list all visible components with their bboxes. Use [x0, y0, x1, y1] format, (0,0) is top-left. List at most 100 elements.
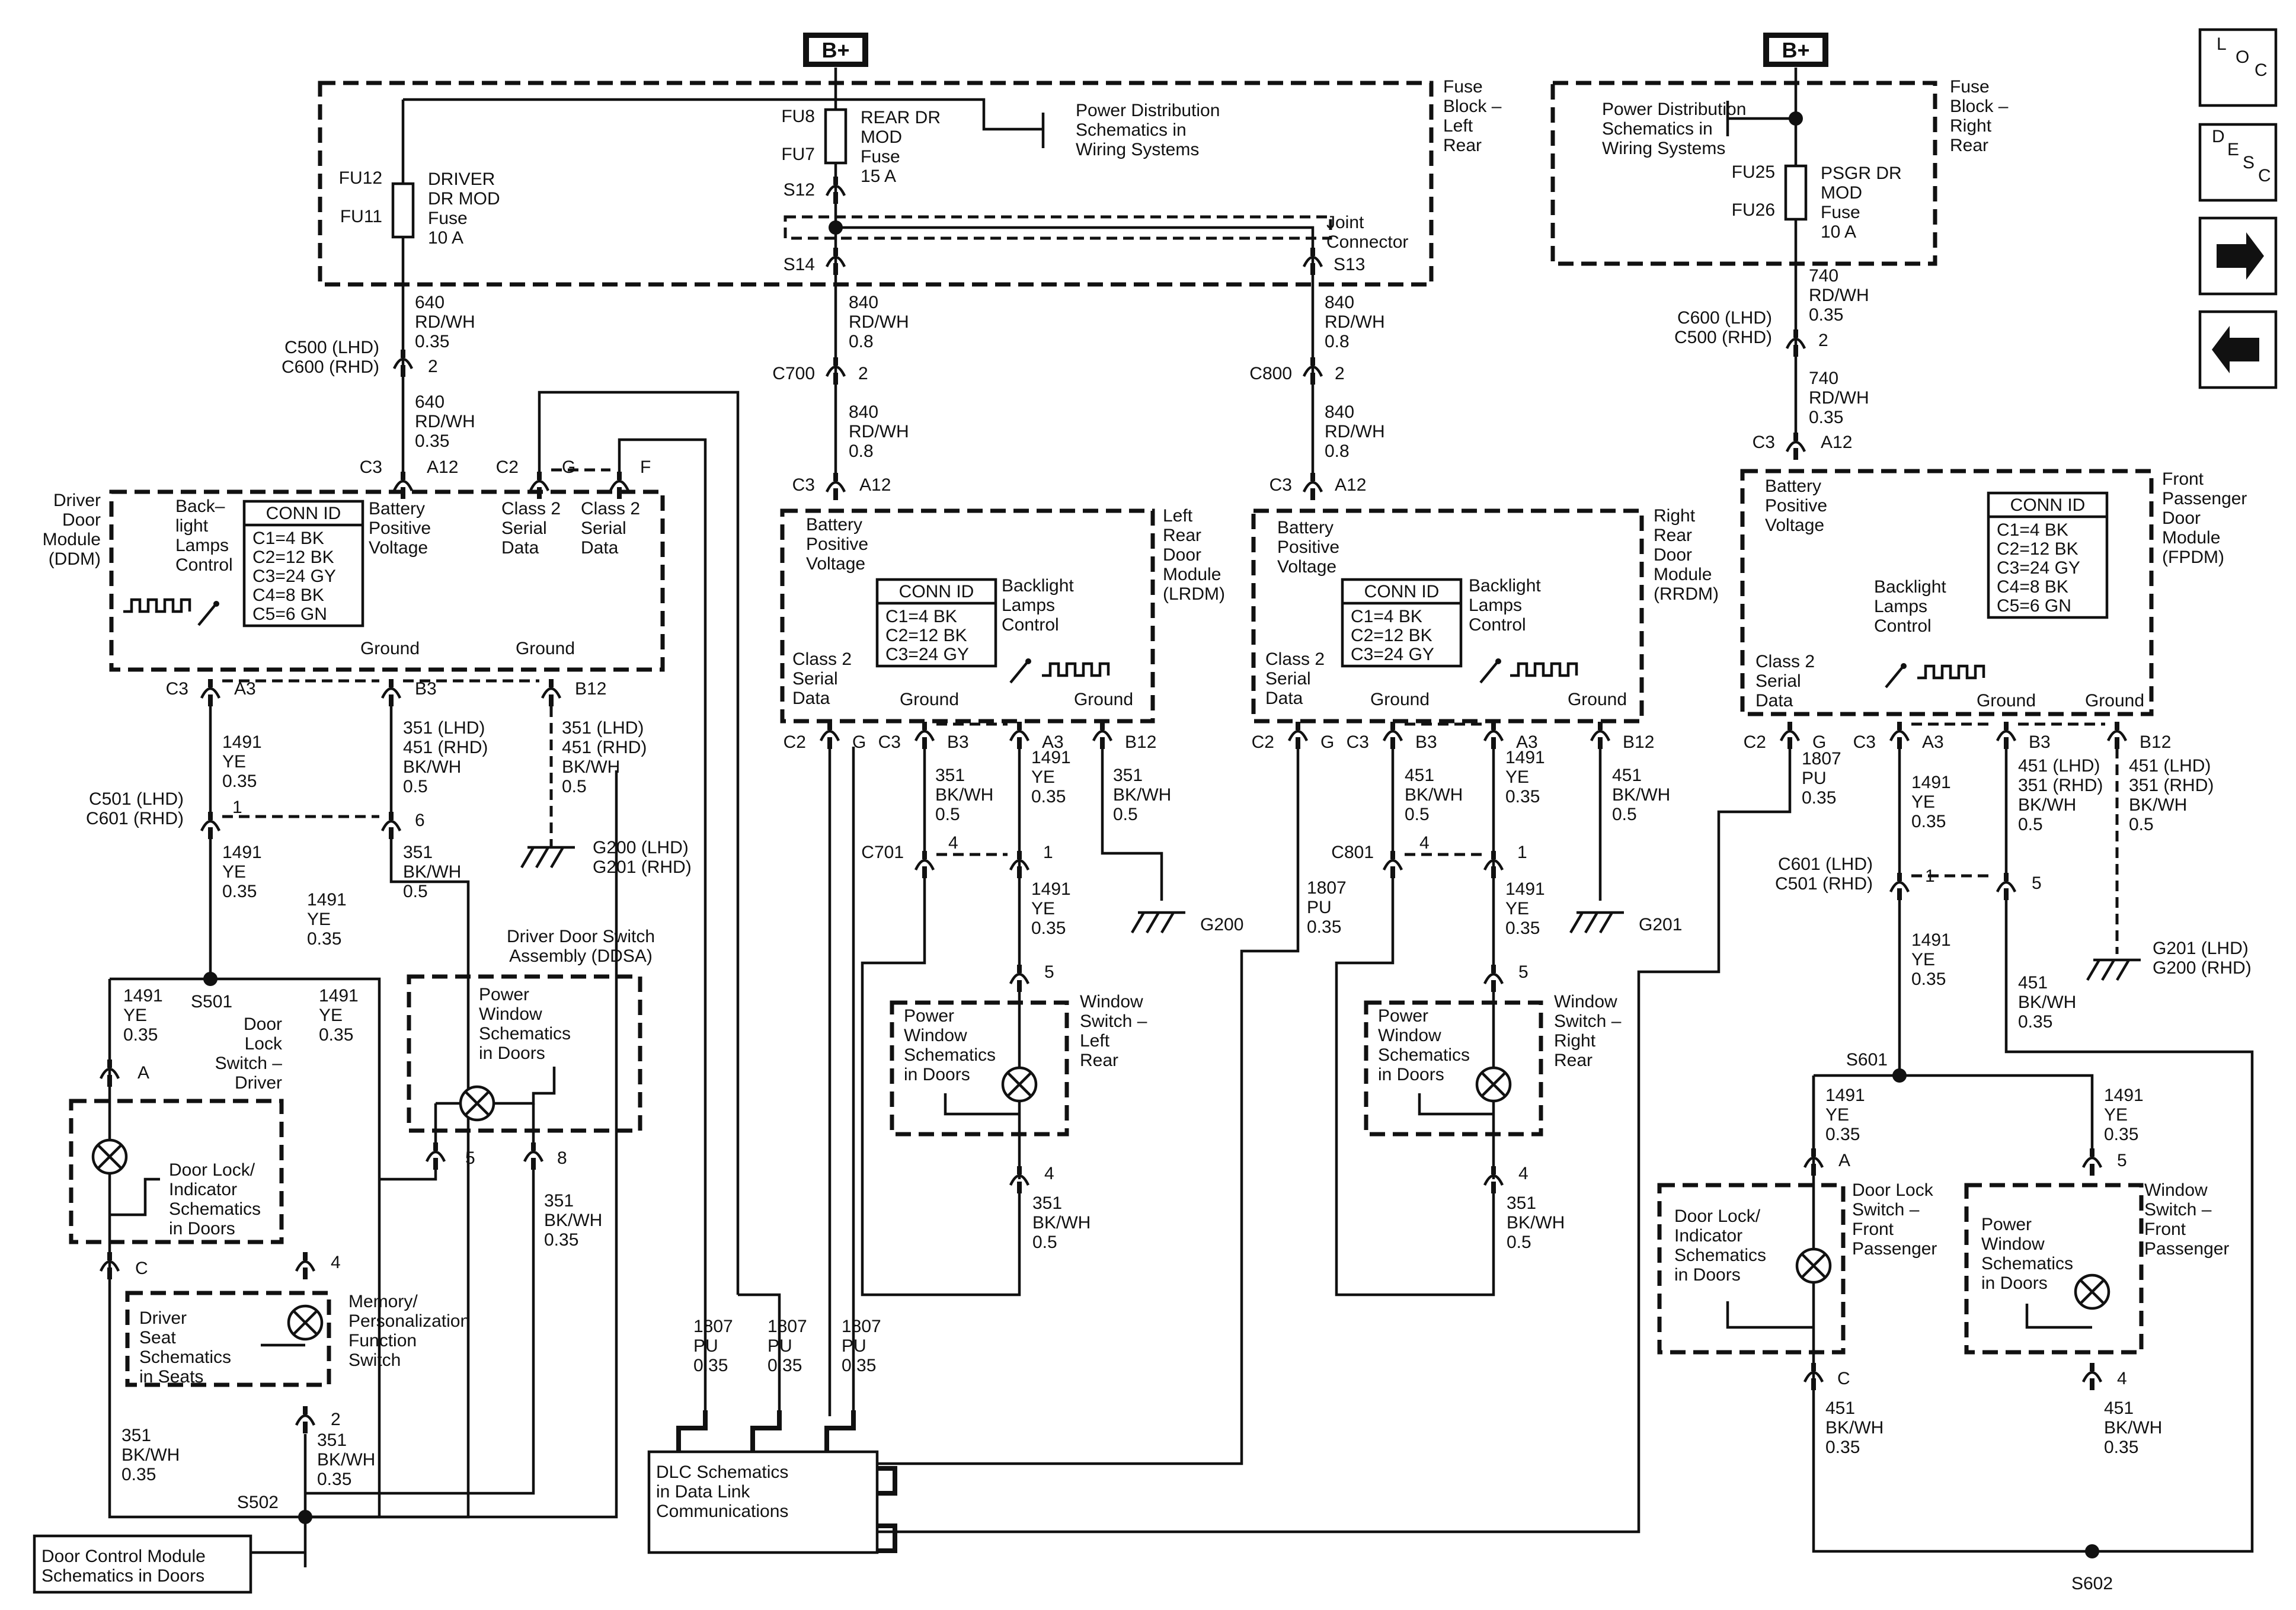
pin-label: 5	[1044, 962, 1054, 982]
door-lock-indicator-label-fp: Door Lock/	[1674, 1206, 1761, 1226]
ddm-class2b-label: Data	[581, 538, 619, 558]
joint-connector-label: Connector	[1326, 232, 1408, 252]
wire-351-lhd-label: 451 (RHD)	[403, 738, 488, 757]
dlc-side-1	[877, 1523, 897, 1553]
ddm-backlight-label: light	[175, 516, 209, 536]
wire-1491-label: 1491	[123, 986, 163, 1006]
fp-door-lock-frame	[1657, 1183, 1846, 1355]
wire-1491-label: YE	[1031, 767, 1055, 787]
power-window-label-fp: Window	[1981, 1234, 2045, 1254]
ddm-ground-label: Ground	[516, 639, 575, 658]
desc-button[interactable]	[2198, 123, 2278, 202]
wire	[305, 770, 618, 1519]
fpdm-c3-a12	[1785, 440, 1806, 452]
ddm-conn-id-row: C5=6 GN	[252, 604, 327, 624]
g201-ground-icon-rr-hatch-0	[1569, 911, 1584, 934]
wire-1491-label: 1491	[307, 890, 347, 910]
loc-button[interactable]	[2198, 28, 2278, 107]
power-distribution-label-right: Schematics in	[1602, 119, 1713, 139]
dlc-stub-0	[676, 1410, 708, 1452]
fpdm-switch-icon-pivot	[1901, 663, 1907, 669]
ddsa-frame	[407, 974, 642, 1133]
wire-1491-label: 1491	[1911, 773, 1951, 792]
rrdm-conn-id-row: C1=4 BK	[1351, 607, 1422, 626]
pin-label: A	[137, 1063, 149, 1083]
fuse-block-lr-label: Block –	[1443, 97, 1502, 116]
ddm-pin-b3	[380, 687, 402, 699]
memory-switch-label: Personalization	[348, 1311, 470, 1331]
lrdm-backlight-label: Control	[1002, 615, 1059, 635]
rrdm-pin	[1590, 729, 1611, 741]
b3-label: B3	[415, 679, 437, 699]
a12-label: A12	[1335, 475, 1366, 495]
rrdm-title: Module	[1654, 565, 1712, 584]
wire-840-label: 0.8	[849, 332, 874, 351]
wire-1491-label: 0.35	[1505, 918, 1540, 938]
fuse-id: FU7	[781, 145, 815, 164]
rrdm-conn-id-row: C3=24 GY	[1351, 645, 1434, 664]
wire-740-label: 740	[1809, 266, 1838, 286]
ddm-class2-label: Serial	[501, 518, 547, 538]
c601-label: C601 (LHD)	[1778, 854, 1873, 874]
fuse-rear-label: Fuse	[861, 147, 900, 167]
g200-label: G200	[1200, 915, 1243, 934]
pin-label: 4	[1419, 833, 1430, 853]
door-lock-driver-label: Driver	[235, 1073, 282, 1093]
wire-1491-label: YE	[1825, 1105, 1849, 1125]
wire-451-lhd-label: 0.5	[2129, 815, 2154, 834]
ddm-pin-a3	[200, 687, 221, 699]
dlc-box-text: in Data Link	[656, 1482, 750, 1502]
rrdm-conn-id	[1341, 578, 1463, 668]
pin-label: A3	[1516, 732, 1538, 752]
window-switch-rr-label: Rear	[1554, 1051, 1593, 1070]
fpdm-battery-label: Battery	[1765, 476, 1821, 496]
fp-door-lock-lamp-icon-x2	[1801, 1253, 1826, 1278]
rrdm-backlight-label: Backlight	[1469, 576, 1541, 596]
wire-451-lhd-label: 351 (RHD)	[2018, 776, 2103, 795]
wire-1491-label: 1491	[1031, 748, 1071, 767]
power-window-label: Window	[479, 1004, 542, 1024]
c501-pin-6	[380, 820, 402, 831]
wire-1807-label: 1807	[1307, 878, 1347, 898]
desc-letter: C	[2258, 166, 2271, 185]
pin-label: 5	[1518, 962, 1528, 982]
pin-label: 2	[428, 357, 438, 376]
wire	[618, 438, 707, 1295]
pin-label: 4	[2117, 1369, 2127, 1388]
wire-351-lhd-label: BK/WH	[403, 757, 461, 777]
loc-letter: O	[2236, 47, 2249, 67]
c700-connector	[825, 365, 846, 377]
pin-label: C	[135, 1259, 148, 1278]
wire-351-label: 0.5	[1113, 805, 1138, 824]
arrow-right-icon	[2217, 232, 2264, 280]
window-switch-lr-label: Left	[1080, 1031, 1110, 1051]
wire-451-lhd-label: BK/WH	[2129, 795, 2187, 815]
rrdm-class2-label: Serial	[1265, 669, 1311, 689]
wire-351-label: BK/WH	[544, 1211, 602, 1230]
c801-pin-4	[1382, 859, 1403, 870]
fpdm-title: (FPDM)	[2162, 548, 2224, 567]
window-switch-fp-label: Front	[2144, 1219, 2186, 1239]
door-lock-indicator-label-fp: in Doors	[1674, 1265, 1741, 1285]
wire-351-label: 351	[317, 1430, 347, 1450]
ddm-pin-b12	[541, 687, 562, 699]
g200-label: G200 (LHD)	[593, 838, 689, 857]
joint-splice	[829, 220, 843, 235]
lrdm-conn-id-row: C1=4 BK	[885, 607, 957, 626]
window-switch-fp-label: Passenger	[2144, 1239, 2229, 1259]
s13-splice	[1302, 255, 1323, 267]
ddsa-lamp-icon-x2	[465, 1091, 490, 1116]
fpdm-class2-label: Data	[1755, 691, 1793, 710]
wire-1491-label: 0.35	[1911, 812, 1946, 831]
driver-door-module	[109, 489, 665, 672]
g201-label: G201	[1639, 915, 1682, 934]
wire-1491-label: YE	[1911, 792, 1935, 812]
c600-label: C600 (LHD)	[1677, 308, 1772, 328]
memory-switch-label: Function	[348, 1331, 417, 1350]
wire-1491-label: 0.35	[2104, 1125, 2138, 1144]
s601-label: S601	[1846, 1050, 1888, 1070]
wire-1491-label: YE	[222, 752, 246, 772]
s601-splice	[1892, 1068, 1907, 1083]
